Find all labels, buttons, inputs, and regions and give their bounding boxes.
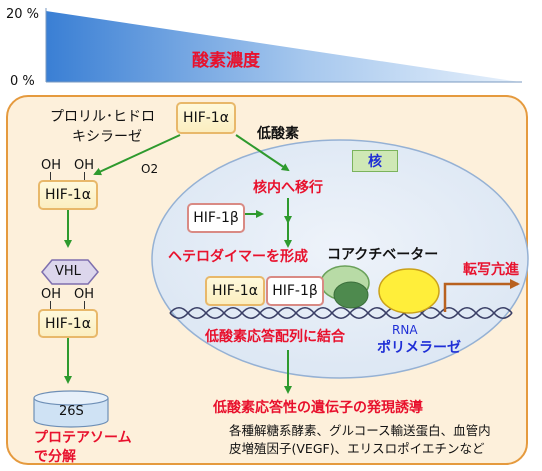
proteasome-label: 26S	[59, 404, 84, 419]
nuclear-translocation-label: 核内へ移行	[253, 180, 323, 196]
oh-label-3: OH	[41, 287, 62, 302]
degradation-label-line2: で分解	[34, 449, 76, 465]
hif1a-box-vhl-bound: HIF-1α	[38, 309, 98, 338]
oh-label-4: OH	[74, 287, 95, 302]
rna-label: RNA	[392, 323, 418, 337]
hypoxia-label: 低酸素	[257, 126, 299, 142]
heterodimer-label: ヘテロダイマーを形成	[168, 249, 308, 265]
arrow-hif-to-nucleus	[235, 134, 290, 172]
gene-expression-title: 低酸素応答性の遺伝子の発現誘導	[213, 400, 423, 416]
hydroxylase-label-line1: プロリル･ヒドロ	[50, 109, 155, 125]
gene-list-line2: 皮増殖因子(VEGF)、エリスロポイエチンなど	[229, 441, 485, 456]
oh-bond-1	[50, 172, 51, 180]
vhl-hexagon	[41, 259, 99, 285]
coactivator-label: コアクチベーター	[327, 247, 439, 263]
oh-label-2: OH	[74, 158, 95, 173]
degradation-label-line1: プロテアソーム	[34, 430, 132, 446]
gradient-top-label: 20 %	[6, 7, 40, 22]
polymerase-label: ポリメラーゼ	[377, 340, 461, 356]
hif1b-box: HIF-1β	[187, 203, 245, 233]
hif1a-box-top: HIF-1α	[176, 102, 236, 134]
gradient-bottom-label: 0 %	[10, 74, 35, 89]
nucleus-tag-label: 核	[368, 154, 382, 170]
arrow-hif-to-hydroxylation	[93, 134, 181, 176]
oxygen-concentration-title: 酸素濃度	[192, 51, 260, 71]
coactivator-inner	[333, 281, 369, 309]
o2-label: O2	[141, 162, 159, 176]
nucleus-tag: 核	[352, 150, 398, 172]
oh-bond-4	[84, 301, 85, 309]
oxygen-gradient-wedge	[45, 8, 522, 83]
oh-bond-2	[84, 172, 85, 180]
dna-helix	[169, 306, 513, 320]
gene-list-line1: 各種解糖系酵素、グルコース輸送蛋白、血管内	[229, 423, 491, 438]
hydroxylase-label-line2: キシラーゼ	[72, 129, 142, 145]
transcription-arrow	[443, 279, 520, 312]
complex-hif1a-box: HIF-1α	[205, 276, 265, 306]
vhl-label: VHL	[55, 264, 81, 279]
complex-hif1b-box: HIF-1β	[266, 276, 324, 306]
rna-polymerase-ellipse	[378, 268, 440, 314]
oh-bond-3	[50, 301, 51, 309]
oh-label-1: OH	[41, 158, 62, 173]
hif1a-box-hydroxylated: HIF-1α	[38, 180, 98, 210]
transcription-up-label: 転写亢進	[463, 262, 519, 278]
hre-binding-label: 低酸素応答配列に結合	[205, 329, 345, 345]
proteasome-cylinder	[33, 390, 109, 428]
